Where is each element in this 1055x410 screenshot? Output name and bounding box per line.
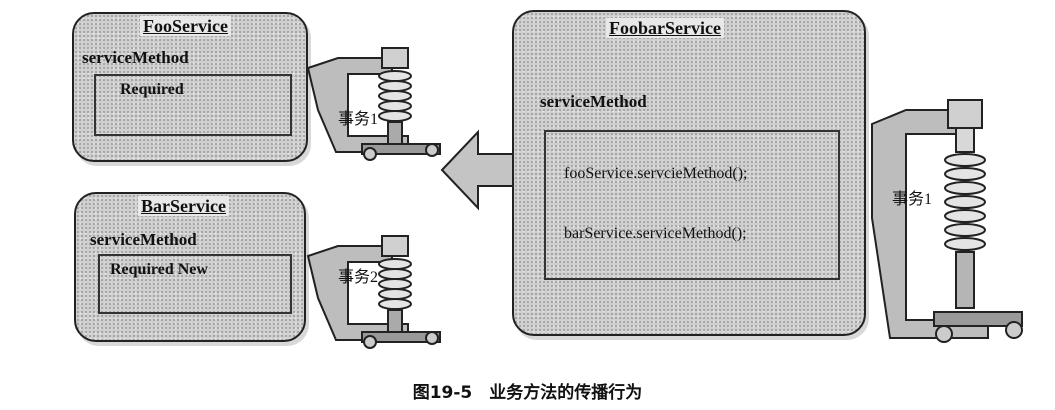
foo-service-inner-box: Required [94, 74, 292, 136]
foobar-transaction-label: 事务1 [892, 191, 933, 208]
bar-transaction-label: 事务2 [338, 269, 379, 286]
bar-service-inner-box: Required New [98, 254, 292, 314]
bar-service-call: barService.serviceMethod(); [564, 225, 747, 242]
foobar-service-method: serviceMethod [540, 92, 647, 111]
foo-service-method: serviceMethod [82, 48, 189, 67]
foobar-service-inner-box: fooService.servcieMethod(); barService.s… [544, 130, 840, 280]
foo-service-call: fooService.servcieMethod(); [564, 165, 748, 182]
figure-caption: 图19-5 业务方法的传播行为 [412, 383, 643, 403]
foo-service-title: FooService [140, 16, 231, 36]
foo-transaction-label: 事务1 [338, 111, 379, 128]
foobar-service-box: FoobarService serviceMethod fooService.s… [512, 10, 866, 336]
bar-service-title: BarService [138, 196, 229, 216]
transaction-clamp-icon [306, 235, 441, 349]
left-arrow-icon [440, 129, 514, 211]
bar-service-propagation: Required New [110, 261, 208, 278]
foo-service-box: FooService serviceMethod Required [72, 12, 308, 162]
bar-service-box: BarService serviceMethod Required New [74, 192, 306, 342]
transaction-clamp-icon [871, 99, 1023, 343]
transaction-clamp-icon [306, 47, 441, 161]
bar-service-method: serviceMethod [90, 230, 197, 249]
foobar-service-title: FoobarService [606, 18, 724, 38]
foo-service-propagation: Required [120, 81, 184, 98]
